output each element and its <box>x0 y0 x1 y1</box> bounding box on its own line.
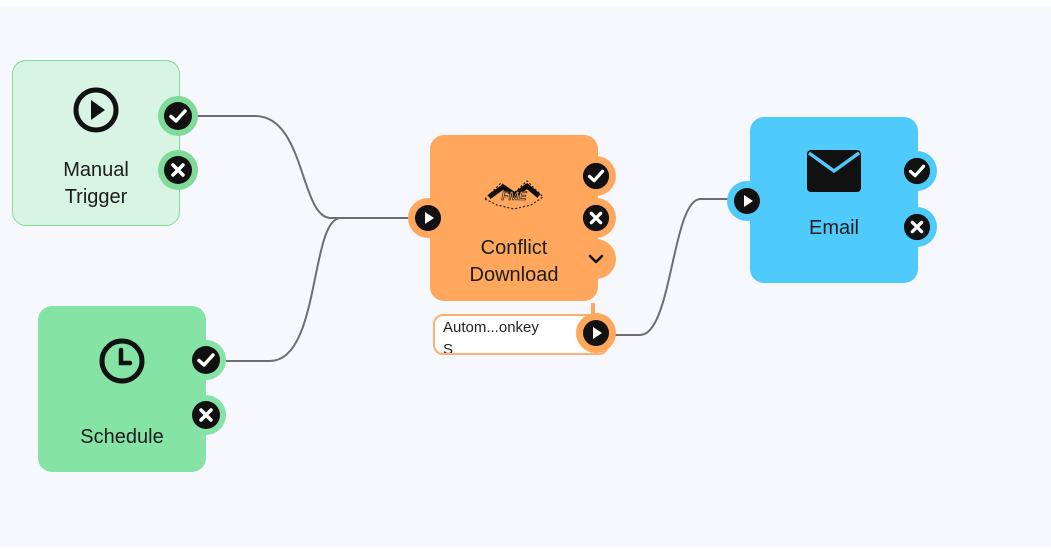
envelope-icon <box>806 149 862 201</box>
check-circle-icon <box>163 101 193 131</box>
conflict-download-input-port[interactable] <box>408 198 448 238</box>
conflict-download-label: Conflict Download <box>469 237 559 286</box>
manual-trigger-node[interactable]: Manual Trigger <box>12 60 180 226</box>
conflict-download-node[interactable]: FME Conflict Download <box>430 135 598 301</box>
email-node[interactable]: Email <box>750 117 918 283</box>
annotation-output-port[interactable] <box>576 313 616 353</box>
manual-trigger-failure-port[interactable] <box>158 150 198 190</box>
workspace-canvas[interactable]: Manual Trigger Schedule <box>0 6 1051 547</box>
manual-trigger-success-port[interactable] <box>158 96 198 136</box>
conflict-download-success-port[interactable] <box>576 156 616 196</box>
play-icon <box>733 187 761 215</box>
check-circle-icon <box>582 162 610 190</box>
annotation-overflow-text: S <box>443 341 454 355</box>
manual-trigger-label: Manual Trigger <box>63 159 129 208</box>
email-failure-port[interactable] <box>897 207 937 247</box>
email-label: Email <box>808 217 859 239</box>
wire-download-to-email[interactable] <box>610 198 734 336</box>
x-circle-icon <box>582 204 610 232</box>
annotation-connector <box>591 303 595 317</box>
schedule-success-port[interactable] <box>186 340 226 380</box>
connections-layer <box>190 115 734 362</box>
schedule-label: Schedule <box>80 426 164 448</box>
annotation-text: Autom...onkey <box>443 319 539 336</box>
check-circle-icon <box>903 157 931 185</box>
svg-text:FME: FME <box>501 189 527 203</box>
chevron-down-icon <box>586 249 606 269</box>
conflict-download-expand-port[interactable] <box>576 239 616 279</box>
clock-icon <box>97 336 147 394</box>
email-success-port[interactable] <box>897 151 937 191</box>
play-circle-icon <box>71 85 121 143</box>
x-circle-icon <box>191 400 221 430</box>
x-circle-icon <box>903 213 931 241</box>
play-icon <box>582 319 610 347</box>
schedule-failure-port[interactable] <box>186 395 226 435</box>
email-input-port[interactable] <box>727 181 767 221</box>
conflict-download-failure-port[interactable] <box>576 198 616 238</box>
wire-manual-to-download[interactable] <box>190 115 414 219</box>
schedule-node[interactable]: Schedule <box>38 306 206 472</box>
play-icon <box>414 204 442 232</box>
fme-logo-icon: FME <box>479 169 549 223</box>
wire-schedule-to-download[interactable] <box>218 217 341 362</box>
check-circle-icon <box>191 345 221 375</box>
x-circle-icon <box>163 155 193 185</box>
